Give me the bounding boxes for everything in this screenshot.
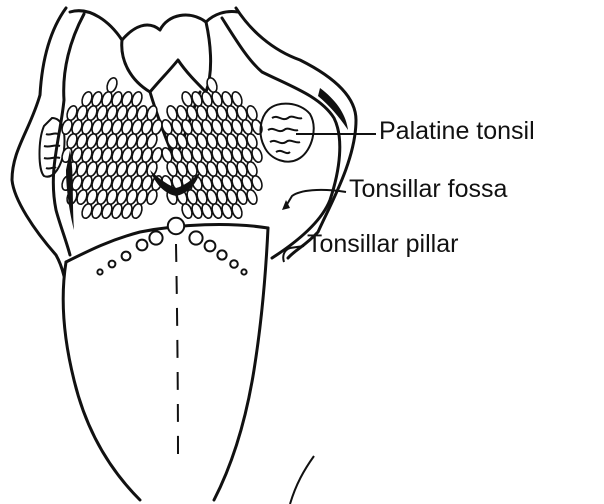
tonsil-oval — [145, 160, 159, 177]
palatine-tonsil-icon — [261, 104, 314, 162]
papilla — [137, 240, 148, 251]
label-tonsillar-fossa: Tonsillar fossa — [349, 177, 507, 202]
tonsil-oval — [230, 202, 244, 219]
tonsil-oval — [250, 146, 264, 163]
tonsil-oval — [145, 104, 159, 121]
tonsil-oval — [245, 104, 259, 121]
papilla — [241, 269, 246, 274]
epiglottis-inner — [122, 22, 211, 92]
papilla — [217, 250, 226, 259]
tongue-top — [66, 225, 268, 262]
tonsil-oval — [230, 90, 244, 107]
papilla — [230, 260, 238, 268]
tonsil-oval — [105, 76, 119, 93]
tongue-outline-right — [214, 228, 268, 500]
papilla — [97, 269, 102, 274]
label-palatine-tonsil: Palatine tonsil — [379, 119, 535, 144]
papilla — [109, 261, 116, 268]
lingual-tonsil-left — [60, 76, 164, 219]
lingual-tonsil-right — [160, 76, 264, 219]
papilla — [168, 218, 184, 234]
papilla — [205, 241, 216, 252]
papilla — [149, 231, 162, 244]
tonsil-oval — [145, 132, 159, 149]
tonsil-oval — [130, 90, 144, 107]
tonsil-oval — [245, 188, 259, 205]
epiglottis-arch — [70, 11, 238, 40]
tonsil-oval — [245, 160, 259, 177]
left-fold — [53, 14, 84, 255]
tonsil-oval — [250, 174, 264, 191]
right-recess-shade — [318, 88, 348, 130]
tonsil-oval — [130, 202, 144, 219]
papilla — [189, 231, 202, 244]
label-tonsillar-pillar: Tonsillar pillar — [307, 232, 458, 257]
tongue-outline — [63, 262, 140, 500]
median-groove — [176, 244, 178, 460]
circumvallate-papillae — [97, 218, 246, 275]
tonsil-oval — [145, 188, 159, 205]
papilla — [122, 252, 131, 261]
tonsil-oval — [245, 132, 259, 149]
ink-stroke — [290, 456, 314, 504]
